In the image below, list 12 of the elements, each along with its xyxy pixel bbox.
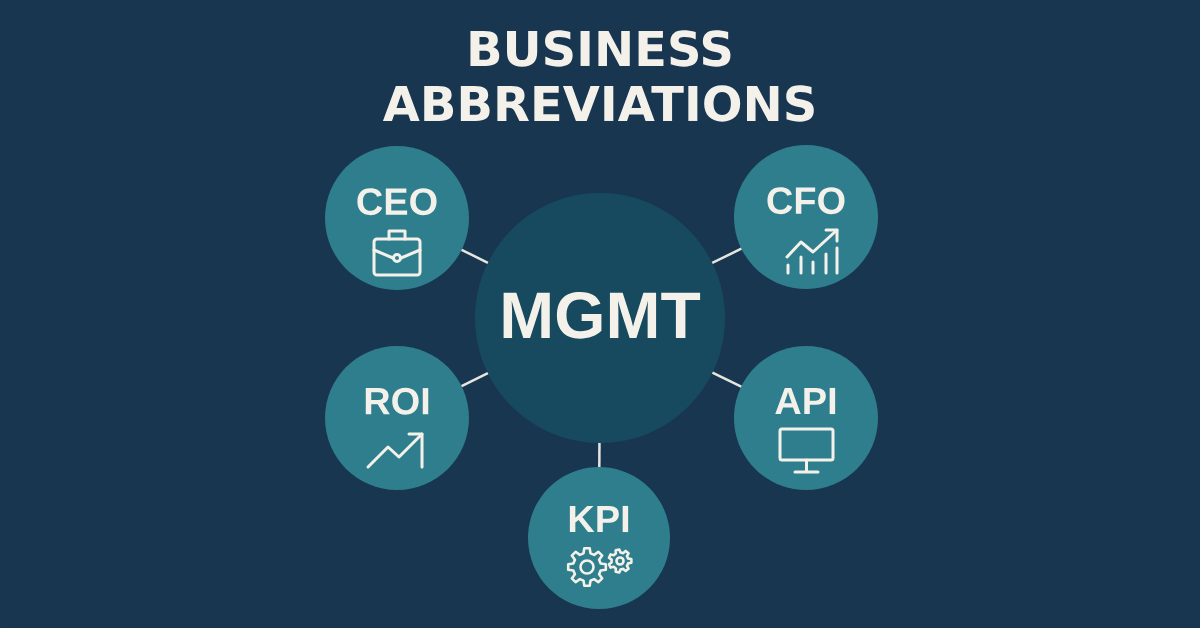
circle-node: CEO bbox=[325, 146, 469, 290]
circle-node: API bbox=[734, 346, 878, 490]
circle-node: CFO bbox=[734, 145, 878, 289]
circle-node: MGMT bbox=[475, 193, 725, 443]
connector-line bbox=[461, 248, 489, 264]
connector-line bbox=[711, 247, 742, 265]
circle-node: KPI bbox=[528, 467, 670, 609]
title: BUSINESS ABBREVIATIONS bbox=[382, 30, 814, 122]
connector-line bbox=[598, 443, 601, 467]
connector-line bbox=[711, 371, 742, 388]
circle-node: ROI bbox=[325, 346, 469, 490]
connector-line bbox=[461, 372, 489, 388]
